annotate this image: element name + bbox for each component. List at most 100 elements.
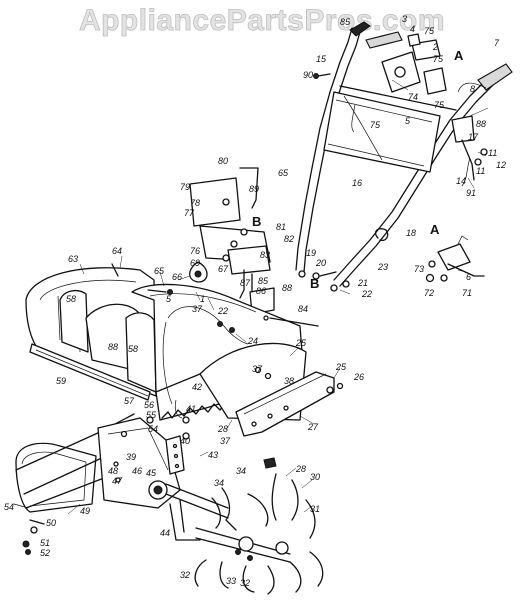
part-label-25: 25	[295, 338, 307, 348]
part-label-2: 2	[432, 42, 438, 52]
handle-assembly	[295, 21, 513, 292]
part-label-18: 19	[306, 248, 316, 258]
part-label-6: 6	[466, 272, 471, 282]
engine-mount-bracket	[189, 167, 275, 315]
part-label-61: 63	[68, 254, 78, 264]
part-label-72: 74	[408, 92, 418, 102]
part-label-20: 21	[357, 278, 368, 288]
part-label-42: 41	[186, 404, 196, 414]
part-label-48: 47	[112, 476, 123, 486]
part-label-14: 14	[456, 176, 466, 186]
part-label-11b: 11	[476, 166, 485, 176]
part-label-65: 66	[172, 272, 182, 282]
part-label-27: 26	[353, 372, 364, 382]
part-label-36: 34	[214, 478, 224, 488]
tine-assembly	[194, 457, 324, 595]
part-label-64: 65	[278, 168, 289, 178]
part-label-73-bot: 75	[434, 100, 445, 110]
part-label-39: 38	[284, 376, 294, 386]
part-label-32: 31	[310, 504, 320, 514]
part-label-85: 87	[240, 278, 251, 288]
detail-label-a-top: A	[454, 48, 464, 63]
part-label-75: 77	[184, 208, 195, 218]
part-label-38-top: 37	[192, 304, 203, 314]
part-label-88: 88	[108, 342, 118, 352]
part-label-62-top: 64	[112, 246, 122, 256]
part-label-52: 51	[40, 538, 50, 548]
part-label-80: 82	[284, 234, 294, 244]
part-label-54: 54	[4, 502, 14, 512]
part-label-46: 45	[146, 468, 157, 478]
part-label-73-left: 75	[370, 120, 381, 130]
detail-label-b-bracket: B	[252, 214, 261, 229]
part-label-58-mid: 58	[128, 344, 138, 354]
part-label-12: 12	[496, 160, 506, 170]
part-label-83: 85	[258, 276, 269, 286]
part-label-82: 84	[298, 304, 308, 314]
part-label-57: 57	[124, 396, 135, 406]
part-label-34: 33	[226, 576, 236, 586]
part-label-31: 30	[310, 472, 320, 482]
part-label-90: 90	[303, 70, 313, 80]
part-label-38-low: 37	[220, 436, 231, 446]
part-label-55: 55	[146, 410, 157, 420]
part-label-73-top: 75	[424, 26, 435, 36]
part-label-56: 56	[144, 400, 154, 410]
part-label-11a: 11	[488, 148, 497, 158]
part-label-87: 88	[476, 119, 486, 129]
part-label-28: 27	[307, 422, 319, 432]
part-label-78: 80	[218, 156, 228, 166]
part-label-22: 22	[217, 306, 228, 316]
part-label-7: 7	[494, 38, 500, 48]
part-label-13: 15	[316, 54, 327, 64]
part-label-53: 52	[40, 548, 50, 558]
part-label-15: 17	[468, 132, 479, 142]
part-label-37: 34	[236, 466, 246, 476]
part-number-labels: 85 3 75 4 7 2 75 8 15 90 74 75 75 5 88 1…	[4, 14, 506, 588]
part-label-67: 69	[190, 258, 200, 268]
part-label-73-mid: 75	[433, 54, 444, 64]
part-label-59: 59	[56, 376, 66, 386]
part-label-58-left: 58	[66, 294, 76, 304]
part-label-38-mid: 37	[252, 364, 263, 374]
part-label-43: 40	[180, 436, 190, 446]
part-label-47: 46	[132, 466, 142, 476]
part-label-50: 49	[80, 506, 90, 516]
part-label-35: 32	[180, 570, 190, 580]
part-label-74: 76	[190, 246, 200, 256]
part-label-70: 72	[424, 288, 434, 298]
watermark-text: AppliancePartsPros.com	[79, 4, 445, 37]
tine-shield	[25, 263, 344, 437]
part-label-40: 42	[192, 382, 202, 392]
part-label-66-b: 67	[218, 264, 229, 274]
part-label-3: 3	[402, 14, 407, 24]
part-label-71: 73	[414, 264, 424, 274]
part-label-33: 32	[240, 578, 250, 588]
part-label-16: 16	[352, 178, 362, 188]
part-label-30: 28	[295, 464, 306, 474]
part-label-1: 1	[200, 294, 205, 304]
part-label-21: 22	[361, 289, 372, 299]
part-label-4: 4	[410, 24, 415, 34]
part-label-66: 85	[340, 17, 351, 27]
part-label-17: 18	[406, 228, 416, 238]
part-label-51: 50	[46, 518, 56, 528]
part-label-30-mid: 28	[217, 424, 228, 434]
part-label-69: 71	[462, 288, 472, 298]
part-label-79: 81	[276, 222, 286, 232]
part-label-86: 88	[282, 283, 292, 293]
part-label-41: 39	[126, 452, 136, 462]
part-label-5: 5	[405, 116, 411, 126]
part-label-45: 44	[160, 528, 170, 538]
part-label-23: 23	[377, 262, 388, 272]
part-label-10: 5	[166, 294, 172, 304]
leader-lines	[67, 79, 489, 515]
part-label-77: 79	[180, 182, 190, 192]
part-label-89: 89	[249, 184, 259, 194]
part-label-63: 65	[154, 266, 165, 276]
part-label-84: 86	[256, 286, 266, 296]
part-label-19: 20	[315, 258, 326, 268]
detail-label-a-right: A	[430, 222, 440, 237]
part-label-91: 91	[466, 188, 476, 198]
frame-and-transmission	[13, 413, 229, 555]
